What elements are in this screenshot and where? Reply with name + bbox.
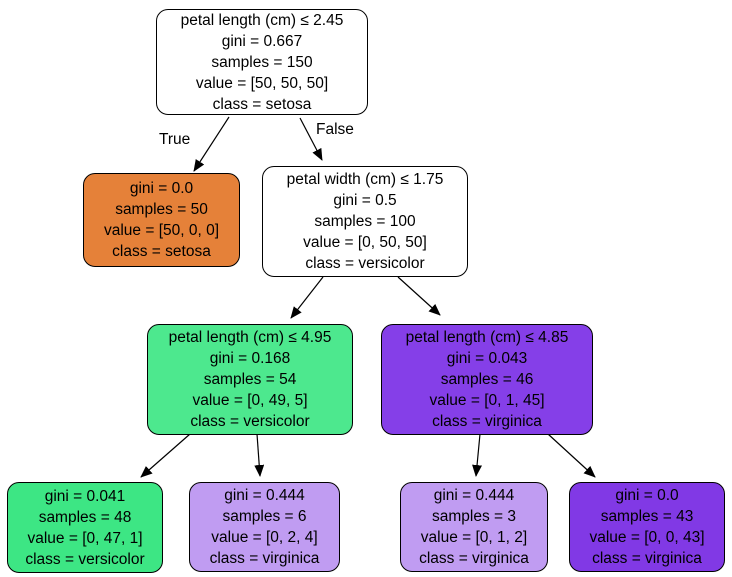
- tree-node-leaf-virginica-tiny: gini = 0.444 samples = 3 value = [0, 1, …: [400, 482, 548, 572]
- node-samples: samples = 50: [115, 201, 208, 218]
- edge-label-false: False: [316, 121, 354, 138]
- node-samples: samples = 48: [38, 508, 132, 526]
- node-class: class = virginica: [419, 550, 529, 567]
- node-gini: gini = 0.444: [433, 487, 515, 504]
- node-samples: samples = 43: [600, 508, 694, 525]
- node-class: class = virginica: [592, 550, 702, 567]
- node-gini: gini = 0.0: [615, 487, 679, 504]
- edge-root-to-leaf-setosa: [193, 116, 230, 172]
- node-gini: gini = 0.5: [333, 192, 397, 209]
- node-value: value = [0, 0, 43]: [589, 529, 705, 546]
- edge-petal-width-to-split-virginica: [397, 276, 441, 316]
- tree-node-split-versicolor: petal length (cm) ≤ 4.95 gini = 0.168 sa…: [147, 324, 353, 435]
- node-split-condition: petal length (cm) ≤ 4.85: [405, 329, 569, 346]
- node-gini: gini = 0.043: [446, 350, 528, 367]
- tree-node-split-virginica: petal length (cm) ≤ 4.85 gini = 0.043 sa…: [381, 324, 593, 435]
- node-gini: gini = 0.041: [44, 487, 126, 505]
- node-samples: samples = 100: [314, 213, 416, 230]
- node-gini: gini = 0.168: [209, 350, 291, 367]
- node-samples: samples = 54: [203, 371, 297, 388]
- edge-root-to-split-petal-width: [299, 117, 323, 161]
- edge-petal-width-to-split-versicolor: [290, 276, 324, 319]
- tree-node-split-petal-width: petal width (cm) ≤ 1.75 gini = 0.5 sampl…: [262, 166, 468, 277]
- node-value: value = [0, 1, 2]: [420, 529, 528, 546]
- edge-versicolor-split-to-leaf-virginica-small: [254, 433, 265, 477]
- tree-node-leaf-setosa: gini = 0.0 samples = 50 value = [50, 0, …: [83, 173, 240, 267]
- node-class: class = setosa: [112, 243, 211, 260]
- tree-node-leaf-versicolor: gini = 0.041 samples = 48 value = [0, 47…: [7, 482, 163, 573]
- node-class: class = versicolor: [305, 255, 425, 272]
- node-class: class = versicolor: [190, 413, 310, 430]
- node-gini: gini = 0.444: [224, 487, 305, 504]
- tree-node-leaf-virginica-small: gini = 0.444 samples = 6 value = [0, 2, …: [189, 482, 340, 572]
- edge-virginica-split-to-leaf-virginica-tiny: [472, 433, 483, 477]
- node-value: value = [0, 1, 45]: [429, 392, 545, 409]
- node-samples: samples = 3: [431, 508, 516, 525]
- node-value: value = [50, 50, 50]: [195, 74, 329, 92]
- node-split-condition: petal width (cm) ≤ 1.75: [286, 171, 444, 188]
- node-gini: gini = 0.667: [221, 32, 303, 50]
- node-class: class = virginica: [432, 413, 542, 430]
- node-samples: samples = 150: [211, 53, 313, 71]
- node-class: class = setosa: [212, 95, 312, 113]
- node-value: value = [0, 50, 50]: [303, 234, 427, 251]
- edge-label-true: True: [159, 131, 191, 148]
- tree-node-root: petal length (cm) ≤ 2.45 gini = 0.667 sa…: [156, 9, 368, 115]
- node-value: value = [0, 47, 1]: [27, 529, 143, 547]
- node-samples: samples = 6: [222, 508, 307, 525]
- node-class: class = versicolor: [25, 550, 145, 568]
- node-value: value = [50, 0, 0]: [103, 222, 220, 239]
- node-samples: samples = 46: [440, 371, 534, 388]
- node-value: value = [0, 49, 5]: [192, 392, 308, 409]
- edge-versicolor-split-to-leaf-versicolor: [140, 433, 191, 478]
- node-split-condition: petal length (cm) ≤ 2.45: [180, 11, 344, 29]
- node-split-condition: petal length (cm) ≤ 4.95: [168, 329, 332, 346]
- node-value: value = [0, 2, 4]: [211, 529, 318, 546]
- tree-node-leaf-virginica-pure: gini = 0.0 samples = 43 value = [0, 0, 4…: [569, 482, 725, 572]
- node-gini: gini = 0.0: [129, 180, 194, 197]
- edge-virginica-split-to-leaf-virginica-pure: [547, 433, 596, 478]
- node-class: class = virginica: [209, 550, 320, 567]
